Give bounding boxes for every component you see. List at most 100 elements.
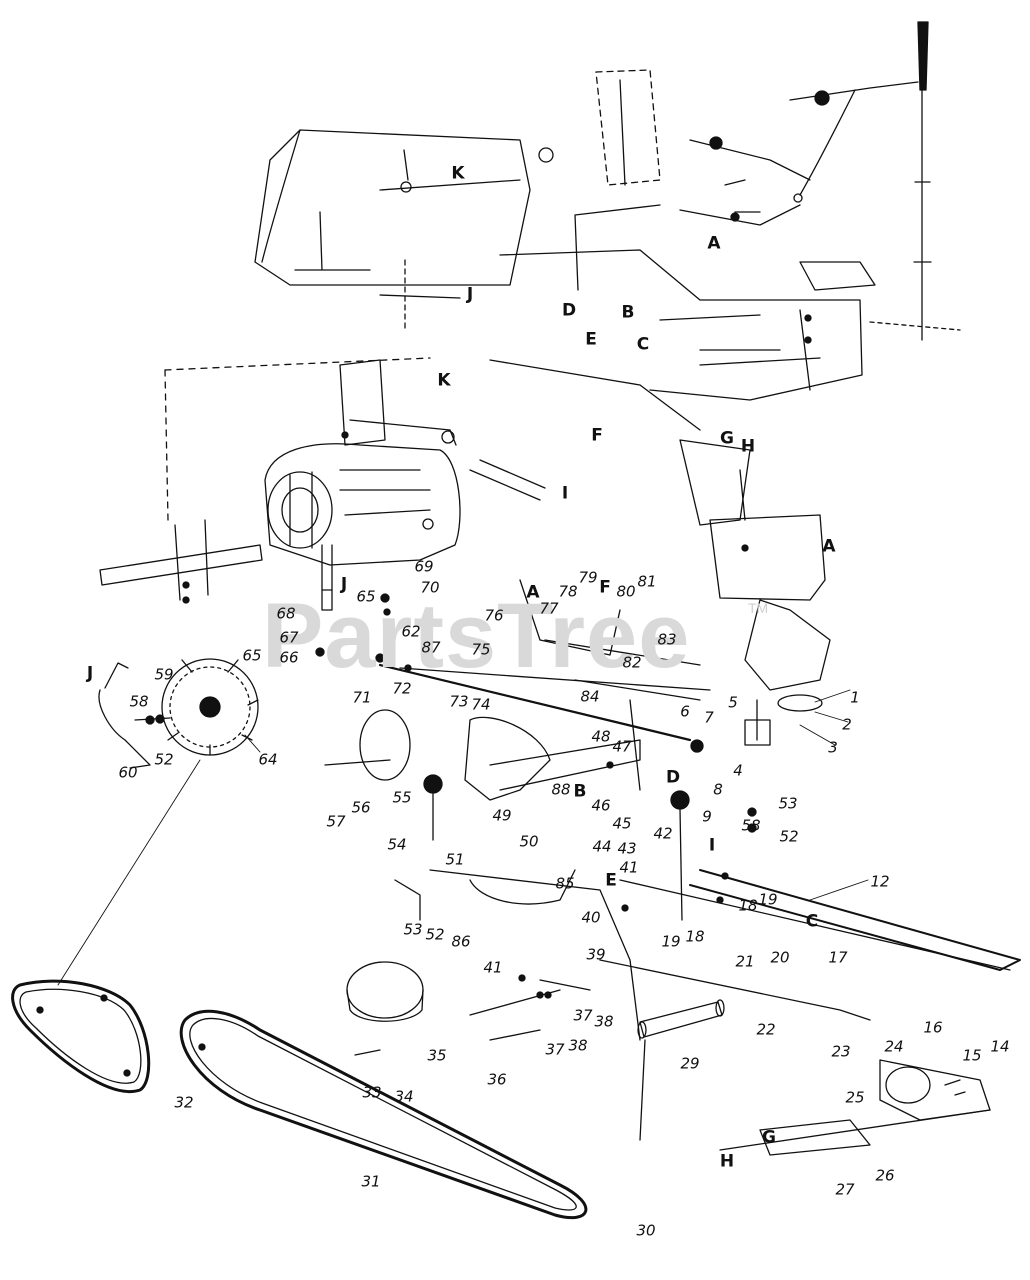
reference-letter-g-top: G [720, 428, 734, 449]
main-frame [395, 870, 1020, 1155]
callout-25: 25 [845, 1088, 865, 1107]
callout-59: 59 [154, 665, 174, 684]
upper-bracket-assembly [490, 70, 960, 430]
reference-letter-k-center: K [437, 370, 451, 391]
callout-19-b: 19 [661, 932, 681, 951]
callout-65-a: 65 [356, 587, 376, 606]
callout-38-b: 38 [568, 1036, 588, 1055]
callout-44: 44 [592, 837, 612, 856]
callout-6: 6 [680, 702, 690, 721]
callout-31: 31 [361, 1172, 381, 1191]
reference-letter-b-top: B [621, 302, 635, 323]
callout-79: 79 [578, 568, 598, 587]
callout-52-a: 52 [154, 750, 174, 769]
leader-lines [58, 690, 868, 985]
callout-65-b: 65 [242, 646, 262, 665]
callout-16: 16 [923, 1018, 943, 1037]
callout-87: 87 [421, 638, 441, 657]
callout-82: 82 [622, 653, 642, 672]
callout-49: 49 [492, 806, 512, 825]
callout-12: 12 [870, 872, 890, 891]
drive-pulley [99, 659, 258, 768]
callout-33: 33 [362, 1083, 382, 1102]
callout-84: 84 [580, 687, 600, 706]
callout-70: 70 [420, 578, 440, 597]
callout-23: 23 [831, 1042, 851, 1061]
callout-48: 48 [591, 727, 611, 746]
callout-15: 15 [962, 1046, 982, 1065]
callout-18-a: 18 [738, 896, 758, 915]
callout-43: 43 [617, 839, 637, 858]
reference-letter-j-left: J [86, 663, 94, 684]
reference-letter-k-top: K [451, 163, 465, 184]
callout-58-b: 58 [741, 816, 761, 835]
reference-letter-f-center: F [599, 577, 611, 598]
callout-27: 27 [835, 1180, 855, 1199]
callout-51: 51 [445, 850, 465, 869]
callout-36: 36 [487, 1070, 507, 1089]
reference-letter-g-lower: G [762, 1127, 776, 1148]
callout-41-b: 41 [483, 958, 503, 977]
callout-81: 81 [637, 572, 657, 591]
drive-belt-31 [181, 1011, 586, 1217]
reference-letter-a-top: A [707, 233, 721, 254]
reference-letter-j-center: J [340, 574, 348, 595]
callout-80: 80 [616, 582, 636, 601]
reference-letter-h-top: H [740, 436, 756, 457]
reference-letter-c-top: C [636, 334, 650, 355]
callout-67: 67 [279, 628, 299, 647]
callout-19-a: 19 [758, 890, 778, 909]
shift-lever [790, 22, 931, 340]
hardware-fasteners [183, 213, 811, 998]
callout-76: 76 [484, 606, 504, 625]
callout-73: 73 [449, 692, 469, 711]
fender-housing [165, 130, 553, 520]
callout-86: 86 [451, 932, 471, 951]
callout-46: 46 [591, 796, 611, 815]
callout-18-b: 18 [685, 927, 705, 946]
callout-66: 66 [279, 648, 299, 667]
callout-22: 22 [756, 1020, 776, 1039]
callout-60: 60 [118, 763, 138, 782]
reference-letter-c-lower: C [805, 911, 819, 932]
callout-45: 45 [612, 814, 632, 833]
watermark: PartsTree [262, 585, 691, 687]
reference-letter-a-right: A [822, 536, 836, 557]
callout-3: 3 [828, 738, 838, 757]
callout-74: 74 [471, 695, 491, 714]
callout-64: 64 [258, 750, 278, 769]
callout-75: 75 [471, 640, 491, 659]
callout-69: 69 [414, 557, 434, 576]
callout-72: 72 [392, 679, 412, 698]
callout-54: 54 [387, 835, 407, 854]
callout-52-b: 52 [779, 827, 799, 846]
watermark-trademark: TM [748, 600, 769, 616]
callout-26: 26 [875, 1166, 895, 1185]
callout-41-a: 41 [619, 858, 639, 877]
callout-8: 8 [713, 780, 723, 799]
drum-35 [347, 962, 560, 1055]
callout-39: 39 [586, 945, 606, 964]
callout-24: 24 [884, 1037, 904, 1056]
callout-34: 34 [394, 1087, 414, 1106]
callout-35: 35 [427, 1046, 447, 1065]
reference-letter-a-center: A [526, 582, 540, 603]
callout-42: 42 [653, 824, 673, 843]
callout-78: 78 [558, 582, 578, 601]
callout-47: 47 [612, 737, 632, 756]
callout-50: 50 [519, 832, 539, 851]
reference-letter-d-lower: D [665, 767, 681, 788]
reference-letter-i-lower: I [708, 835, 716, 856]
reference-letter-j-top: J [466, 284, 474, 305]
callout-2: 2 [842, 715, 852, 734]
callout-37-b: 37 [545, 1040, 565, 1059]
callout-71: 71 [352, 688, 372, 707]
callout-52-c: 52 [425, 925, 445, 944]
callout-56: 56 [351, 798, 371, 817]
steering-column [680, 440, 830, 745]
reference-letter-d-top: D [561, 300, 577, 321]
callout-53-a: 53 [403, 920, 423, 939]
callout-37-a: 37 [573, 1006, 593, 1025]
